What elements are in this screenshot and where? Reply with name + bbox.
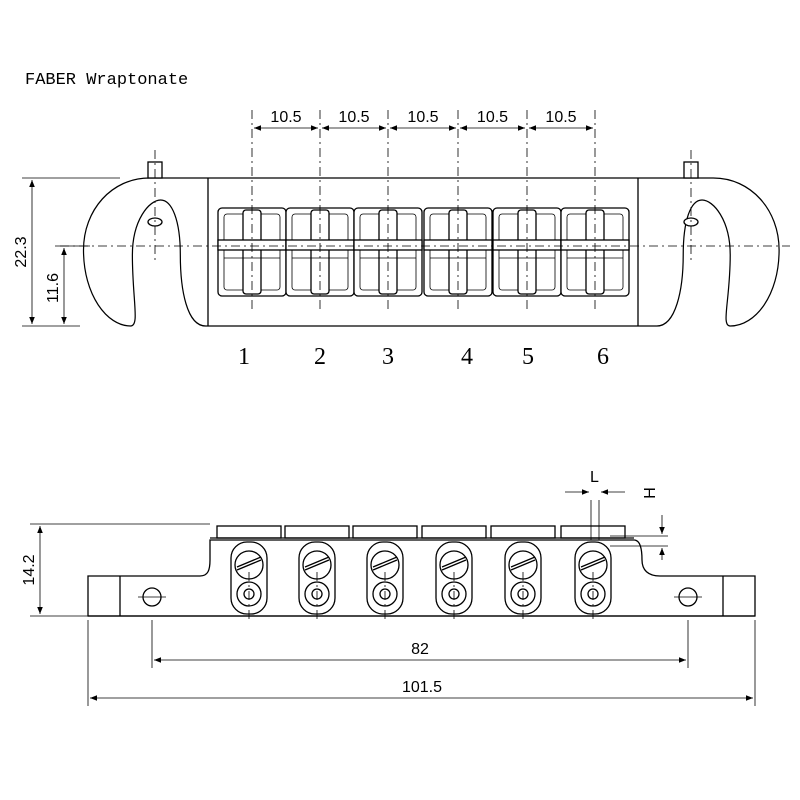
height-center-label: 11.6 (45, 273, 62, 303)
saddle-6 (560, 110, 630, 310)
spacing-label-5: 10.5 (545, 109, 576, 126)
string-number-1: 1 (238, 344, 250, 370)
height-total-label: 22.3 (13, 236, 30, 267)
saddle-1 (217, 110, 287, 310)
side-body-outline (87, 539, 756, 617)
string-number-6: 6 (597, 344, 609, 370)
side-view: 14.2 L H 82 101.5 (21, 469, 756, 706)
spacing-label-2: 10.5 (338, 109, 369, 126)
string-number-2: 2 (314, 344, 326, 370)
saddle-3 (353, 110, 423, 310)
drawing-title: FABER Wraptonate (25, 71, 188, 90)
saddle-4 (423, 110, 493, 310)
string-number-5: 5 (522, 344, 534, 370)
saddle-group (217, 110, 630, 310)
spacing-label-1: 10.5 (270, 109, 301, 126)
spacing-label-4: 10.5 (477, 109, 508, 126)
side-height-label: 14.2 (21, 554, 38, 585)
label-L: L (590, 469, 599, 486)
spacing-label-3: 10.5 (407, 109, 438, 126)
overall-length-label: 101.5 (402, 679, 442, 696)
screw-column-6 (574, 541, 612, 615)
bridge-outline (82, 177, 780, 327)
intonation-screws (230, 541, 612, 615)
post-spacing-label: 82 (411, 641, 429, 658)
saddle-2 (285, 110, 355, 310)
top-view: 10.5 10.5 10.5 10.5 10.5 22.3 11.6 1 2 3 4 5 6 (13, 109, 790, 370)
label-H: H (642, 487, 659, 499)
string-spacing-dimensions: 10.5 10.5 10.5 10.5 10.5 (254, 109, 593, 131)
string-number-4: 4 (461, 344, 473, 370)
screw-column-4 (435, 541, 473, 615)
string-numbers: 1 2 3 4 5 6 (238, 344, 609, 370)
string-number-3: 3 (382, 344, 394, 370)
saddle-5 (492, 110, 562, 310)
